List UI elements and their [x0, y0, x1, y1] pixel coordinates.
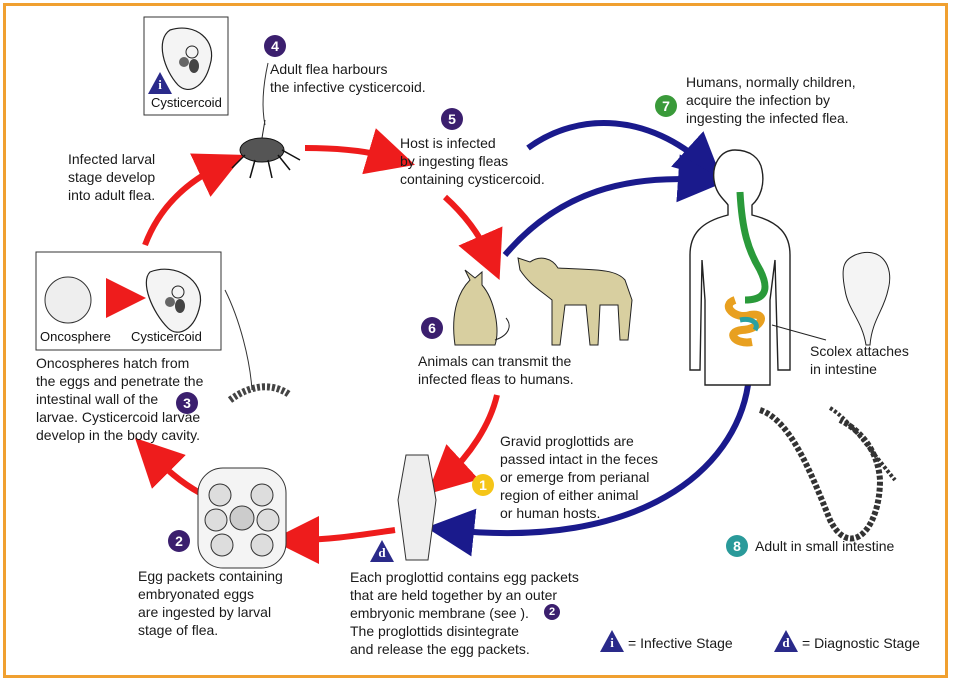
scolex-text: Scolex attaches in intestine [810, 343, 909, 377]
arrow-host-to-animals [442, 194, 503, 281]
dog-drawing [517, 257, 633, 346]
cysticercoid-label-top: Cysticercoid [151, 95, 222, 110]
legend-infective-marker: i [600, 630, 624, 652]
scolex-drawing [842, 252, 891, 346]
arrow-proglottid-to-egg [271, 515, 396, 564]
arrow-human-to-proglottid [426, 384, 751, 557]
stage-3-text: Oncospheres hatch from the eggs and pene… [36, 355, 204, 443]
arrow-animals-to-human [502, 154, 726, 257]
proglottid-ref-badge: 2 [544, 604, 560, 620]
oncosphere-label: Oncosphere [40, 329, 111, 344]
egg-packet-drawing [197, 467, 287, 569]
cysticercoid-label-mid: Cysticercoid [131, 329, 202, 344]
arrow-animals-to-proglottid [427, 394, 500, 495]
legend-diagnostic-marker: d [774, 630, 798, 652]
legend-infective-label: = Infective Stage [628, 635, 733, 651]
proglottid-text: Each proglottid contains egg packets tha… [350, 569, 579, 657]
adult-worm-drawing [758, 407, 884, 542]
cat-drawing [453, 269, 510, 346]
stage-5-badge: 5 [441, 108, 463, 130]
stage-2-text: Egg packets containing embryonated eggs … [138, 568, 283, 638]
arrow-host-to-human [526, 120, 723, 182]
stage-8-text: Adult in small intestine [755, 538, 895, 554]
arrow-larval-to-flea [142, 153, 244, 247]
stage-1-text: Gravid proglottids are passed intact in … [500, 433, 658, 521]
larva-drawing [227, 383, 293, 403]
arrow-egg-to-larva [135, 438, 202, 496]
stage-1-badge: 1 [472, 474, 494, 496]
human-drawing [689, 149, 791, 386]
diagnostic-stage-marker: d [370, 540, 394, 562]
stage-2-badge: 2 [168, 530, 190, 552]
diagram-frame [3, 3, 948, 678]
stage-6-text: Animals can transmit the infected fleas … [418, 353, 574, 387]
stage-8-badge: 8 [726, 535, 748, 557]
stage-7-text: Humans, normally children, acquire the i… [686, 74, 856, 126]
stage-7-badge: 7 [655, 95, 677, 117]
legend-diagnostic-label: = Diagnostic Stage [802, 635, 920, 651]
stage-4-text: Adult flea harbours the infective cystic… [270, 61, 426, 95]
stage-4-badge: 4 [264, 35, 286, 57]
proglottid-drawing [397, 454, 437, 561]
arrow-flea-to-host [304, 128, 416, 175]
larval-text: Infected larval stage develop into adult… [68, 151, 156, 203]
stage-6-badge: 6 [421, 317, 443, 339]
stage-5-text: Host is infected by ingesting fleas cont… [400, 135, 545, 187]
stage-3-badge: 3 [176, 392, 198, 414]
infective-stage-marker: i [148, 72, 172, 94]
flea-drawing [231, 119, 301, 179]
